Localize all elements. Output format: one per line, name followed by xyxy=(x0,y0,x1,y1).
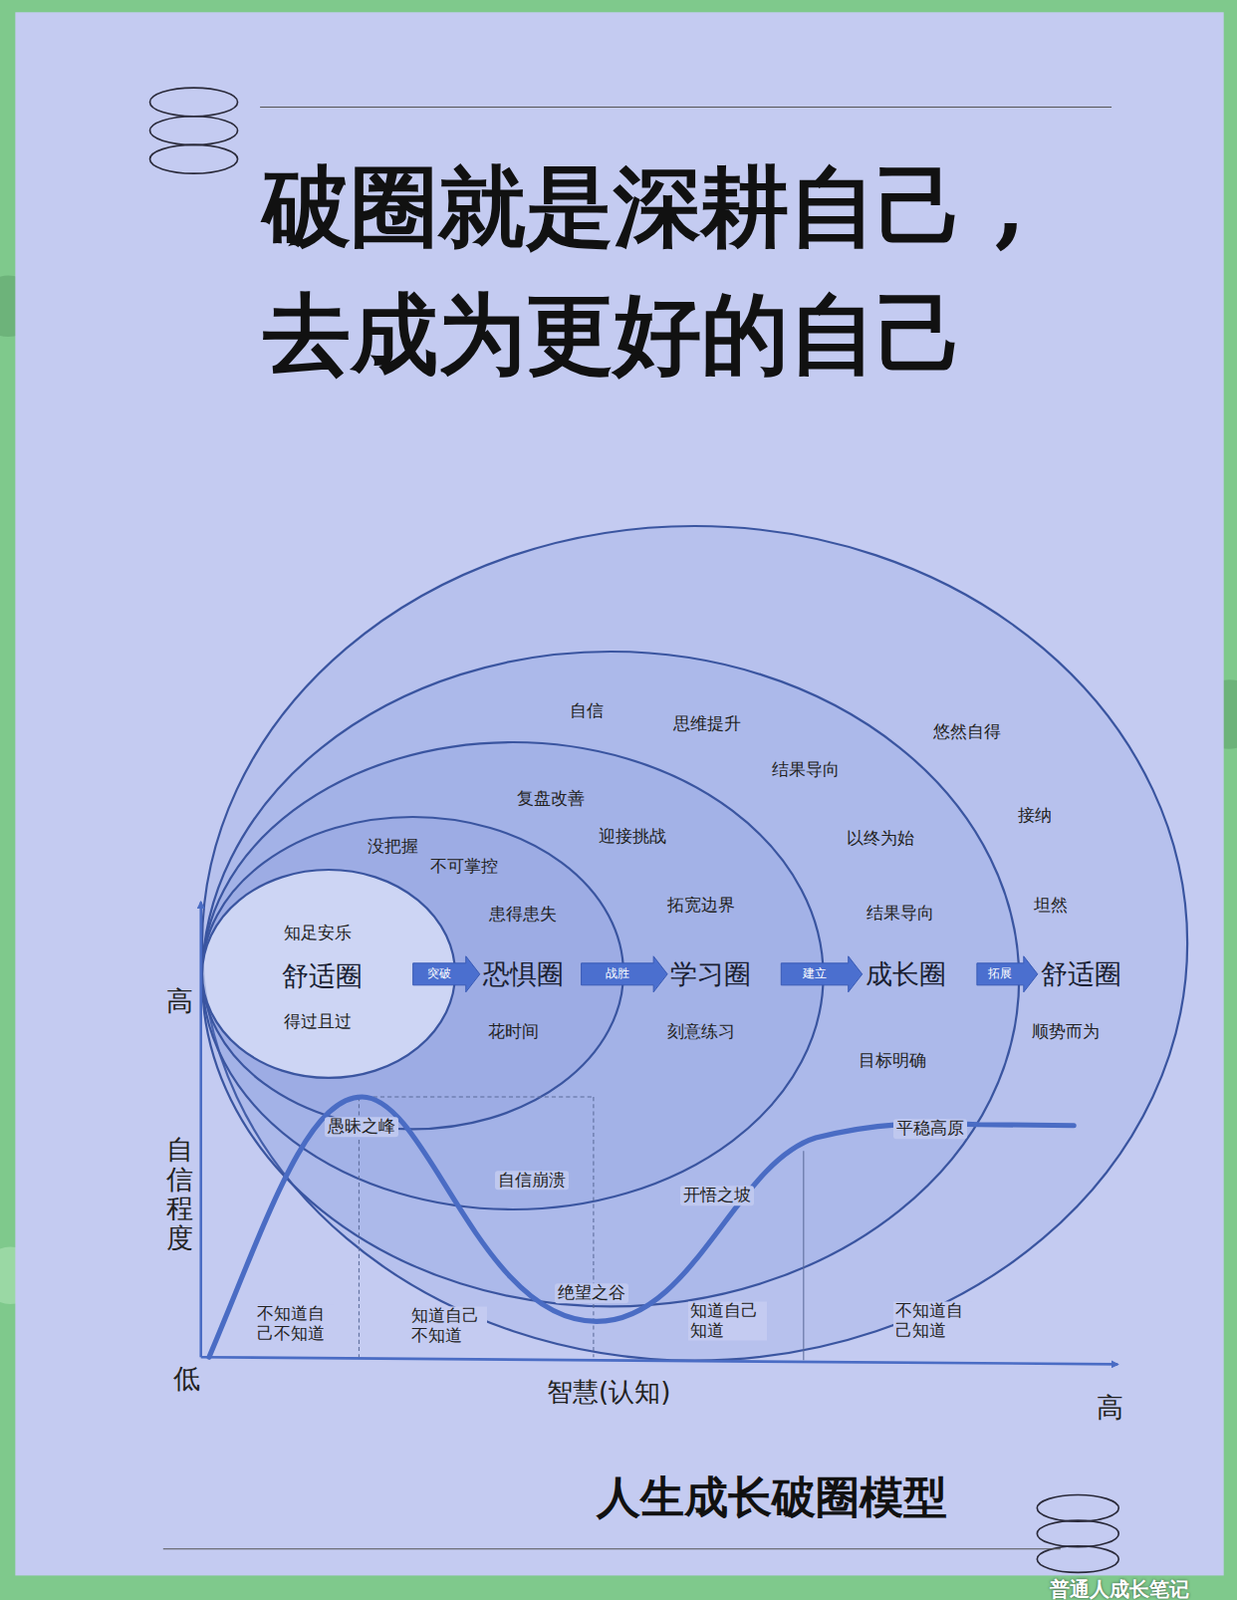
zone-keyword: 不可掌控 xyxy=(430,857,498,878)
y-axis xyxy=(199,901,203,1357)
zone-keyword: 患得患失 xyxy=(489,905,557,926)
circle-ring xyxy=(202,816,624,1129)
block-arrow xyxy=(780,956,862,992)
rule-line xyxy=(259,106,1112,108)
circle-zone: 恐惧圈 没把握不可掌控患得患失花时间 舒适圈 知足安乐得过且过 xyxy=(201,815,625,1130)
zone-keyword: 目标明确 xyxy=(858,1050,927,1071)
panel xyxy=(14,11,1224,1575)
watermark: 普通人成长笔记 xyxy=(1049,1577,1190,1600)
axis-label: 低 xyxy=(173,1363,201,1395)
arrow-label: 战胜 xyxy=(605,967,630,982)
confidence-curve xyxy=(209,1096,1074,1357)
coil-icon xyxy=(150,87,239,174)
zone-keyword: 拓宽边界 xyxy=(667,895,736,916)
zone-keyword: 得过且过 xyxy=(283,1011,352,1032)
zone-keyword: 以终为始 xyxy=(846,828,915,849)
curve-label: 自信崩溃 xyxy=(494,1170,569,1191)
curve-label: 开悟之坡 xyxy=(680,1185,754,1206)
curve-label: 平稳高原 xyxy=(893,1119,968,1140)
quadrant-divider xyxy=(802,1150,804,1360)
zone-keyword: 刻意练习 xyxy=(667,1021,736,1042)
zone-name: 舒适圈 xyxy=(1040,958,1122,990)
zone-keyword: 坦然 xyxy=(1033,895,1068,916)
zone-keyword: 结果导向 xyxy=(866,904,935,925)
quadrant-label: 知道自己知道 xyxy=(688,1300,767,1340)
zone-name: 舒适圈 xyxy=(281,960,363,991)
coil-icon xyxy=(1036,1494,1119,1573)
zone-keyword: 自信 xyxy=(569,701,604,722)
block-arrow xyxy=(977,956,1038,992)
circle-ring xyxy=(202,742,824,1210)
quadrant-label: 知道自己不知道 xyxy=(409,1306,489,1346)
circle-ring xyxy=(202,525,1188,1361)
arrow-label: 建立 xyxy=(802,967,827,982)
zone-keyword: 思维提升 xyxy=(673,714,742,735)
zone-keyword: 花时间 xyxy=(488,1021,539,1042)
caption: 人生成长破圈模型 xyxy=(596,1472,948,1523)
zone-name: 恐惧圈 xyxy=(483,958,564,990)
quadrant-label: 不知道自己不知道 xyxy=(254,1303,334,1343)
zone-keyword: 结果导向 xyxy=(771,759,840,780)
zone-keyword: 没把握 xyxy=(367,836,419,857)
zone-keyword: 悠然自得 xyxy=(933,722,1001,743)
zone-keyword: 接纳 xyxy=(1017,805,1052,826)
axis-label: 高 xyxy=(1096,1391,1124,1423)
arrow-label: 拓展 xyxy=(988,967,1012,982)
zone-keyword: 迎接挑战 xyxy=(598,826,667,847)
zone-keyword: 顺势而为 xyxy=(1031,1021,1100,1042)
axis-title: 自信程度 xyxy=(166,1134,194,1253)
axis-label: 高 xyxy=(166,986,194,1017)
axis-title: 智慧(认知) xyxy=(546,1377,671,1408)
circle-zone: 学习圈 复盘改善迎接挑战拓宽边界刻意练习 恐惧圈 没把握不可掌控患得患失花时间 舒适圈 知… xyxy=(201,741,825,1211)
curve-label: 愚昧之峰 xyxy=(324,1117,399,1138)
zone-keyword: 复盘改善 xyxy=(516,788,585,809)
arrow-label: 突破 xyxy=(427,967,452,982)
circle-zone: 舒适圈悠然自得接纳坦然顺势而为成长圈自信思维提升结果导向以终为始结果导向目标明确… xyxy=(201,524,1189,1362)
circle-ring xyxy=(202,651,1019,1306)
title: 破圈就是深耕自己 ,去成为更好的自己 xyxy=(262,142,1060,398)
zone-keyword: 知足安乐 xyxy=(283,923,352,944)
zone-name: 成长圈 xyxy=(865,958,947,990)
block-arrow xyxy=(413,956,481,992)
quadrant-label: 不知道自己知道 xyxy=(893,1300,973,1340)
curve-label: 绝望之谷 xyxy=(554,1283,629,1304)
rule-line xyxy=(163,1547,1061,1549)
zone-name: 学习圈 xyxy=(670,958,751,990)
block-arrow xyxy=(581,956,669,992)
x-axis xyxy=(201,1356,1118,1364)
